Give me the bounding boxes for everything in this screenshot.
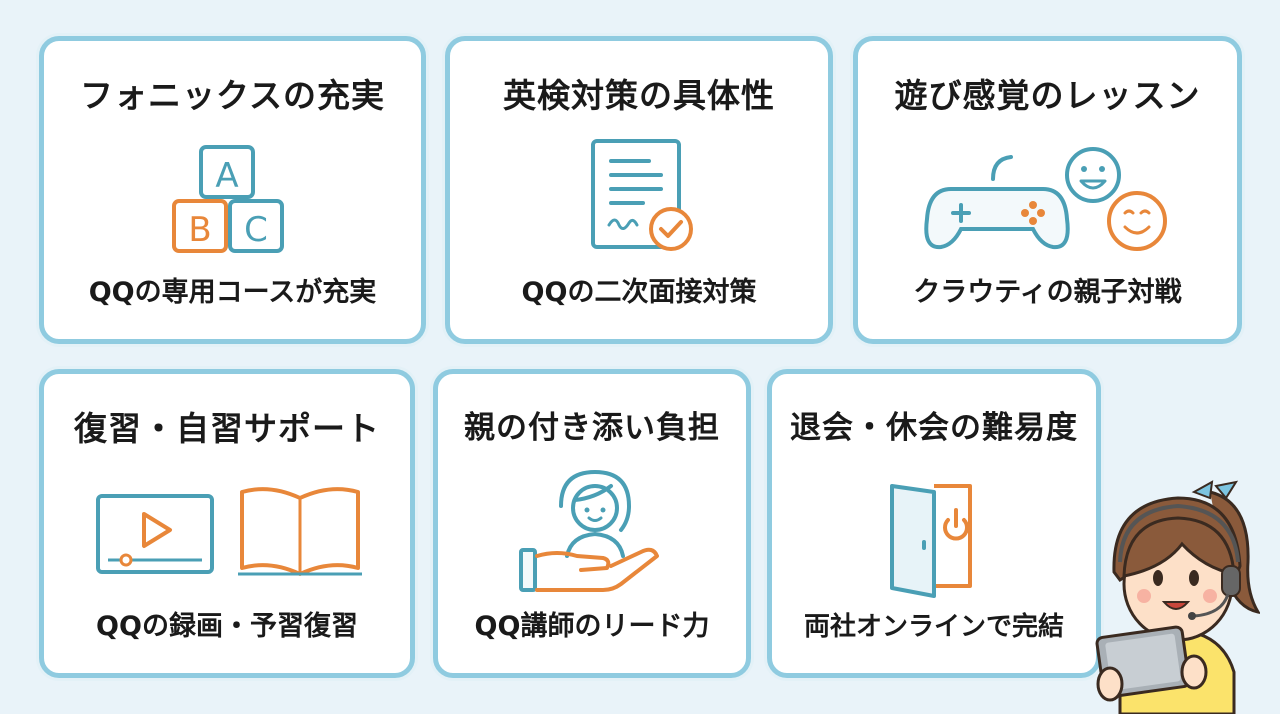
girl-with-tablet-illustration (1095, 480, 1260, 714)
feature-card-review-support: 復習・自習サポート QQの録画・予習復習 (39, 369, 415, 678)
card-caption: QQ講師のリード力 (474, 611, 710, 642)
feature-card-play-lesson: 遊び感覚のレッスン クラウティの親子対戦 (853, 36, 1242, 344)
alphabet-blocks-icon: A B C (171, 145, 284, 253)
card-caption: 両社オンラインで完結 (803, 612, 1064, 642)
card-caption: QQの録画・予習復習 (96, 611, 358, 642)
certificate-check-icon (591, 139, 693, 251)
svg-text:C: C (244, 210, 268, 250)
feature-card-eiken: 英検対策の具体性 QQの二次面接対策 (445, 36, 833, 344)
card-title: 遊び感覚のレッスン (894, 76, 1201, 115)
card-caption: クラウティの親子対戦 (913, 277, 1182, 308)
game-controller-smiley-icon (923, 147, 1167, 251)
feature-card-cancel-difficulty: 退会・休会の難易度 両社オンラインで完結 (767, 369, 1101, 678)
video-book-icon (96, 487, 362, 576)
svg-text:B: B (188, 210, 211, 250)
card-title: 復習・自習サポート (74, 409, 380, 448)
card-title: フォニックスの充実 (79, 76, 385, 115)
hand-supporting-person-icon (519, 469, 659, 592)
exit-door-power-icon (890, 484, 972, 598)
svg-text:A: A (215, 156, 238, 196)
card-caption: QQの二次面接対策 (521, 277, 757, 308)
feature-card-parent-burden: 親の付き添い負担 QQ講師のリード力 (433, 369, 751, 678)
card-title: 退会・休会の難易度 (790, 410, 1078, 446)
card-title: 英検対策の具体性 (503, 76, 775, 115)
feature-card-phonics: フォニックスの充実 A B C QQの専用コースが充実 (39, 36, 426, 344)
card-caption: QQの専用コースが充実 (88, 277, 377, 308)
card-title: 親の付き添い負担 (464, 410, 720, 446)
